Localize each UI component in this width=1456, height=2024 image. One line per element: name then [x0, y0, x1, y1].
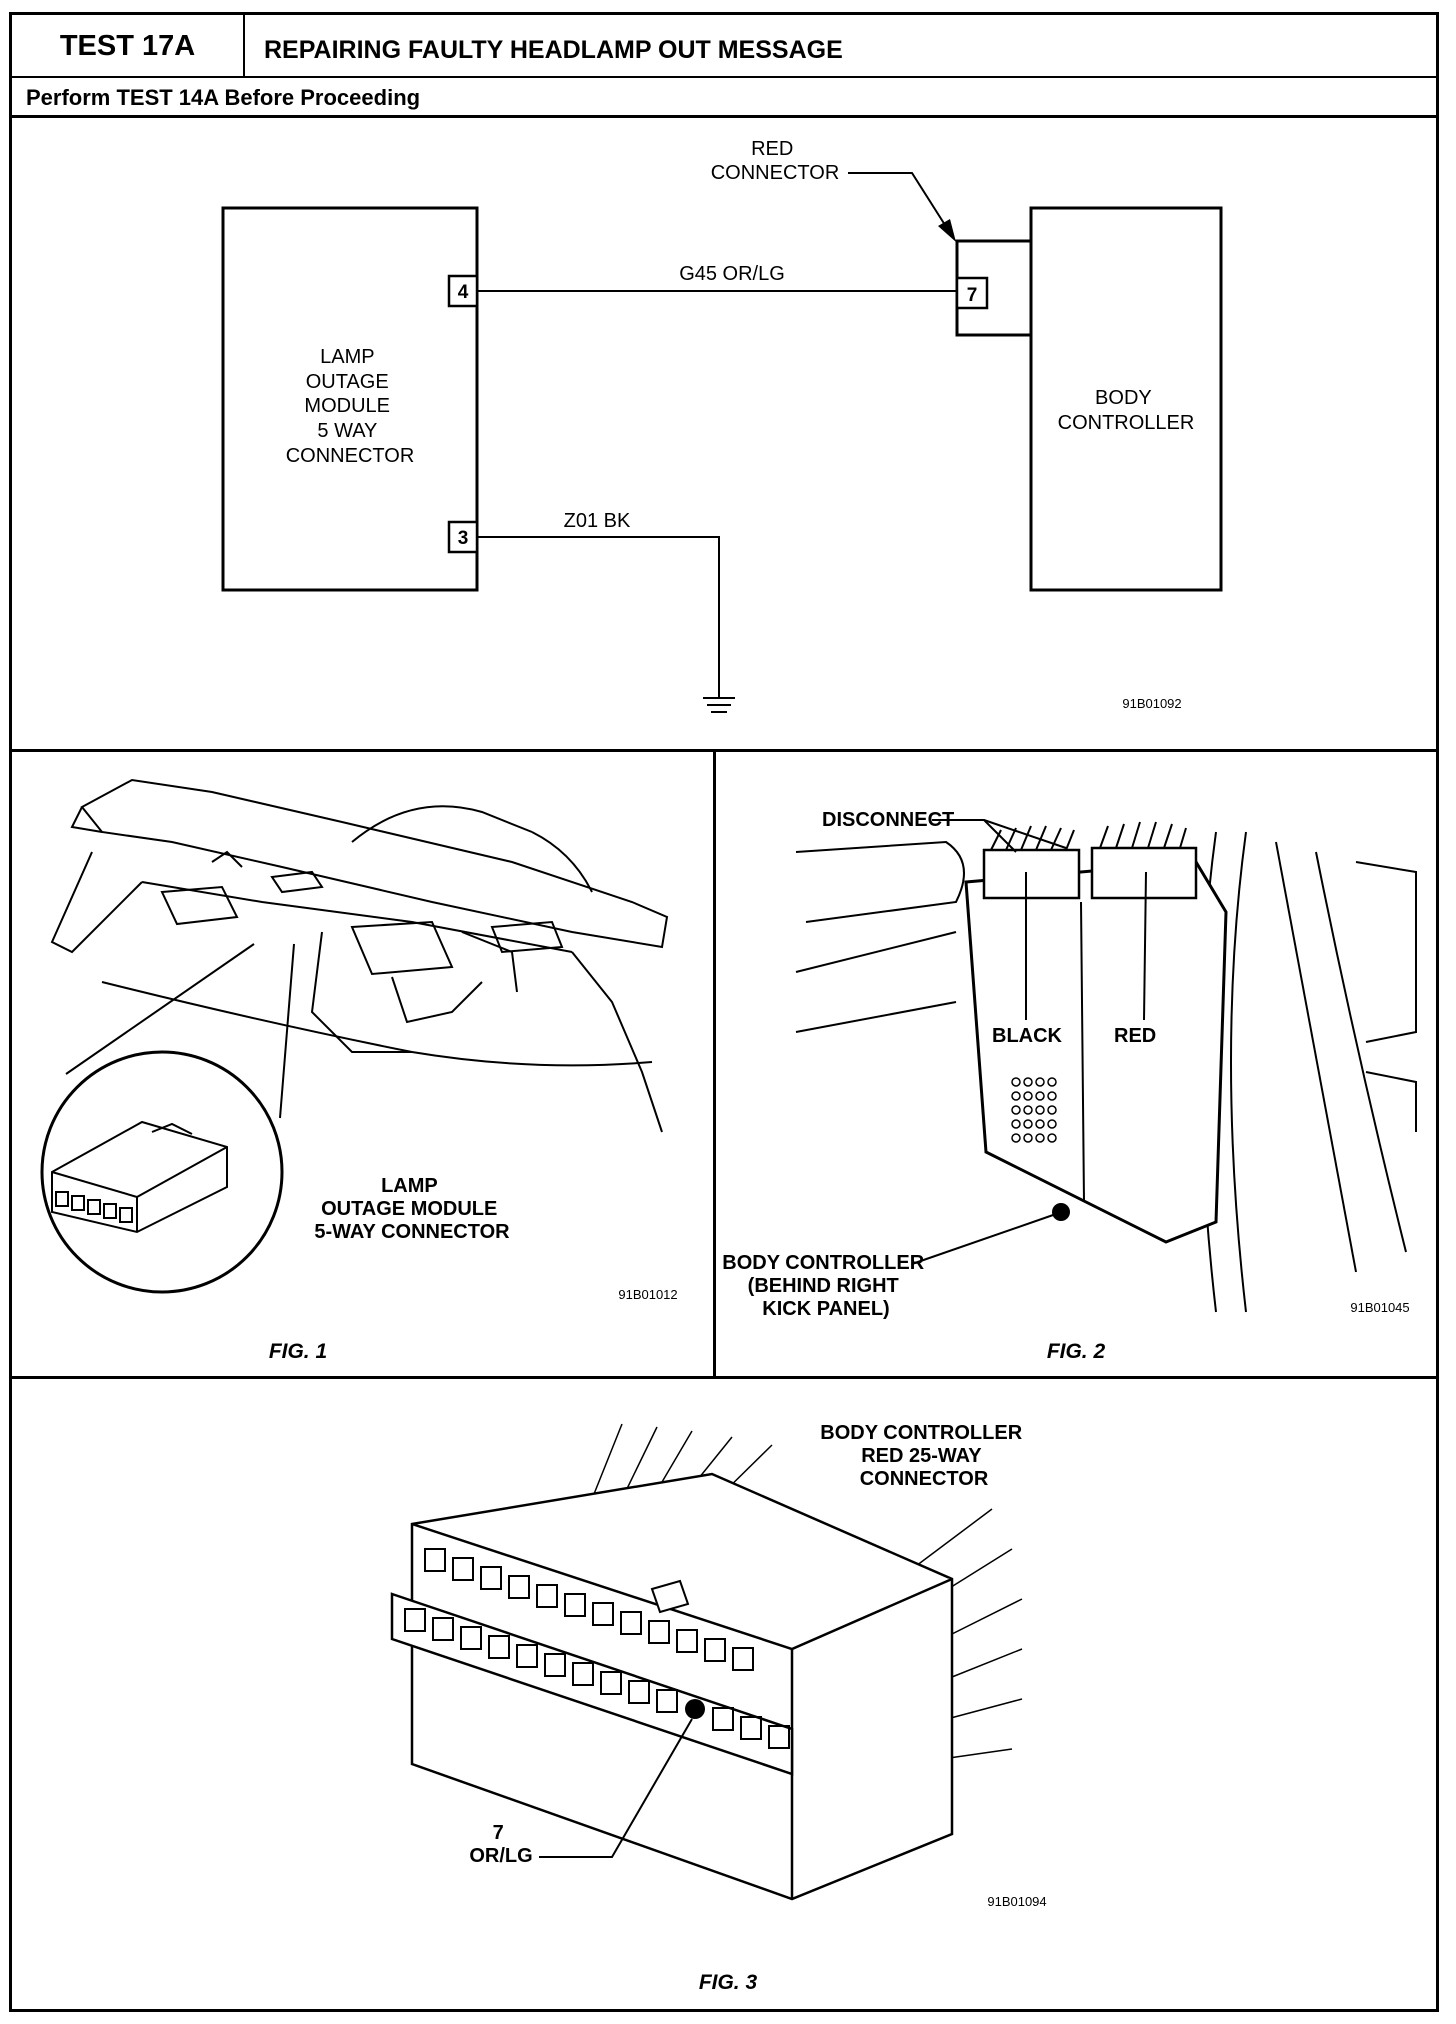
- red-connector-wires: [1099, 821, 1187, 849]
- pin-7-callout: 7 OR/LG: [469, 1822, 532, 1867]
- fig1-callout: LAMP OUTAGE MODULE 5-WAY CONNECTOR: [314, 1175, 510, 1243]
- fig2-illustration: DISCONNECT BLACK RED BODY CONTROLLER (BE…: [722, 809, 1417, 1363]
- red-connector-label: RED CONNECTOR: [711, 138, 840, 184]
- vent-holes: [1011, 1077, 1057, 1143]
- zoom-leader-2: [279, 943, 295, 1119]
- lower-pin-row: [404, 1608, 790, 1749]
- fig3-caption: FIG. 3: [699, 1971, 758, 1994]
- pin-7-highlight: [685, 1699, 705, 1719]
- test-title: REPAIRING FAULTY HEADLAMP OUT MESSAGE: [264, 36, 843, 64]
- fig1-figure-id: 91B01012: [618, 1287, 677, 1302]
- five-way-connector-drawing: [51, 1120, 228, 1234]
- controller-mount-bolt: [1052, 1203, 1070, 1221]
- red-connector-arrowhead: [938, 219, 956, 242]
- fig3-title: BODY CONTROLLER RED 25-WAY CONNECTOR: [820, 1422, 1027, 1490]
- pin-4-box: [447, 274, 479, 308]
- disconnect-label: DISCONNECT: [822, 809, 954, 831]
- black-connector-wires: [990, 825, 1075, 851]
- ground-symbol: [703, 697, 735, 713]
- fig2-figure-id: 91B01045: [1350, 1300, 1409, 1315]
- upper-pin-row: [424, 1548, 754, 1671]
- fig2-panel: DISCONNECT BLACK RED BODY CONTROLLER (BE…: [716, 752, 1436, 1379]
- wiring-schematic: LAMP OUTAGE MODULE 5 WAY CONNECTOR 4 3 B…: [221, 138, 1223, 713]
- fig3-panel: BODY CONTROLLER RED 25-WAY CONNECTOR: [12, 1379, 1436, 2009]
- pin-3-label: 3: [458, 528, 469, 549]
- pin-4-label: 4: [458, 282, 469, 303]
- wiring-schematic-panel: LAMP OUTAGE MODULE 5 WAY CONNECTOR 4 3 B…: [12, 118, 1436, 752]
- module-box-label: LAMP OUTAGE MODULE 5 WAY CONNECTOR: [286, 346, 415, 467]
- kick-panel-drawing: [795, 831, 1417, 1313]
- body-controller-box: [1029, 206, 1223, 592]
- test-sheet: TEST 17A REPAIRING FAULTY HEADLAMP OUT M…: [9, 12, 1439, 2012]
- wire-g45-label: G45 OR/LG: [679, 263, 785, 285]
- wire-z01: [477, 536, 720, 698]
- fig1-panel: LAMP OUTAGE MODULE 5-WAY CONNECTOR 91B01…: [12, 752, 716, 1379]
- controller-box-label: BODY CONTROLLER: [1058, 387, 1195, 434]
- housing-edge: [1080, 901, 1085, 1203]
- header-row: TEST 17A REPAIRING FAULTY HEADLAMP OUT M…: [12, 15, 1436, 78]
- schematic-figure-id: 91B01092: [1122, 696, 1181, 711]
- red-25-way-connector: [390, 1472, 954, 1901]
- pin-7-label: 7: [967, 285, 978, 306]
- red-label: RED: [1114, 1025, 1156, 1047]
- fig1-illustration: LAMP OUTAGE MODULE 5-WAY CONNECTOR 91B01…: [40, 778, 678, 1363]
- zoom-leader-1: [65, 943, 255, 1075]
- pin-7-leader: [539, 1718, 693, 1858]
- connector-magnifier: [40, 1050, 284, 1294]
- black-connector: [982, 848, 1081, 900]
- controller-leader: [911, 1213, 1057, 1265]
- connector-latch: [650, 1579, 690, 1614]
- red-connector-leader: [848, 172, 953, 237]
- test-id: TEST 17A: [12, 15, 245, 78]
- pin-3-box: [447, 520, 479, 554]
- disconnect-leader-2: [983, 819, 1067, 849]
- red-connector: [1090, 846, 1198, 900]
- fig3-illustration: BODY CONTROLLER RED 25-WAY CONNECTOR: [390, 1422, 1047, 1994]
- fig1-caption: FIG. 1: [269, 1340, 327, 1363]
- instrument-panel-drawing: [50, 778, 669, 1133]
- fig3-figure-id: 91B01094: [987, 1894, 1046, 1909]
- prerequisite-note: Perform TEST 14A Before Proceeding: [12, 78, 1436, 118]
- lamp-outage-module-box: [221, 206, 479, 592]
- fig2-caption: FIG. 2: [1047, 1340, 1106, 1363]
- body-controller-housing: [964, 860, 1228, 1244]
- pin-7-box: [955, 276, 989, 310]
- wire-z01-label: Z01 BK: [564, 510, 631, 532]
- body-controller-label: BODY CONTROLLER (BEHIND RIGHT KICK PANEL…: [722, 1252, 929, 1320]
- black-label: BLACK: [992, 1025, 1063, 1047]
- red-leader: [1143, 871, 1147, 1021]
